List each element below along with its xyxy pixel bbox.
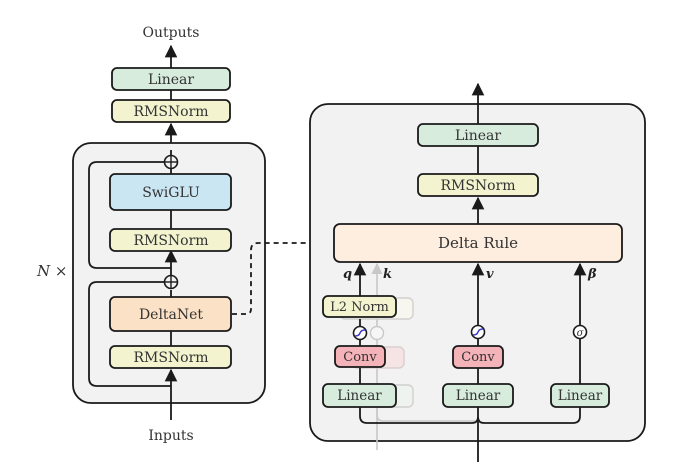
l2norm-label: L2 Norm xyxy=(330,300,389,315)
sigma-label: σ xyxy=(577,328,585,339)
deltanet-detail: Linear RMSNorm Delta Rule q k L2 Norm xyxy=(309,82,646,462)
v-linear-label: Linear xyxy=(456,388,501,404)
k-input-ghost xyxy=(376,407,478,422)
k-activation-ghost-icon xyxy=(369,325,385,341)
detail-output-linear-label: Linear xyxy=(455,128,501,144)
deltanet-box xyxy=(109,296,232,332)
swiglu-rmsnorm-box xyxy=(109,228,232,252)
v-linear-box xyxy=(442,383,514,408)
q-conv-label: Conv xyxy=(343,350,377,365)
deltanet-rmsnorm-box xyxy=(109,345,232,369)
q-linear-box xyxy=(322,383,397,408)
add-icon xyxy=(163,274,179,290)
output-rmsnorm-label: RMSNorm xyxy=(133,104,208,120)
swiglu-box xyxy=(109,173,232,211)
delta-rule-box xyxy=(333,223,623,263)
swiglu-rmsnorm-label: RMSNorm xyxy=(133,233,208,249)
add-icon xyxy=(163,154,179,170)
deltanet-rmsnorm-label: RMSNorm xyxy=(133,350,208,366)
outputs-label: Outputs xyxy=(143,25,200,41)
v-conv-label: Conv xyxy=(461,350,495,365)
output-linear-label: Linear xyxy=(148,72,194,88)
silu-activation-icon xyxy=(470,324,486,340)
residual-connection-upper xyxy=(88,161,171,269)
deltanet-label: DeltaNet xyxy=(139,307,203,323)
q-linear-label: Linear xyxy=(337,388,382,404)
q-input-branch xyxy=(359,407,479,424)
k-label: k xyxy=(383,267,392,282)
detail-rmsnorm-label: RMSNorm xyxy=(440,178,515,194)
inputs-label: Inputs xyxy=(148,428,193,444)
v-conv-box xyxy=(452,345,504,369)
silu-activation-icon xyxy=(352,325,368,341)
l2norm-box xyxy=(322,295,397,318)
beta-input-branch xyxy=(477,407,581,424)
sigmoid-activation-icon: σ xyxy=(572,324,588,340)
q-label: q xyxy=(343,267,352,282)
left-architecture: Outputs Linear RMSNorm N × xyxy=(36,25,266,444)
q-conv-box xyxy=(334,345,386,368)
beta-linear-box xyxy=(550,383,610,408)
repeat-count-label: N × xyxy=(36,262,67,280)
residual-connection-lower xyxy=(88,281,171,387)
swiglu-label: SwiGLU xyxy=(142,185,200,201)
v-label: v xyxy=(486,267,494,282)
output-rmsnorm-box xyxy=(111,99,231,123)
detail-rmsnorm-box xyxy=(417,173,539,197)
beta-label: β xyxy=(587,267,597,282)
beta-linear-label: Linear xyxy=(558,388,603,404)
delta-rule-label: Delta Rule xyxy=(438,234,518,252)
